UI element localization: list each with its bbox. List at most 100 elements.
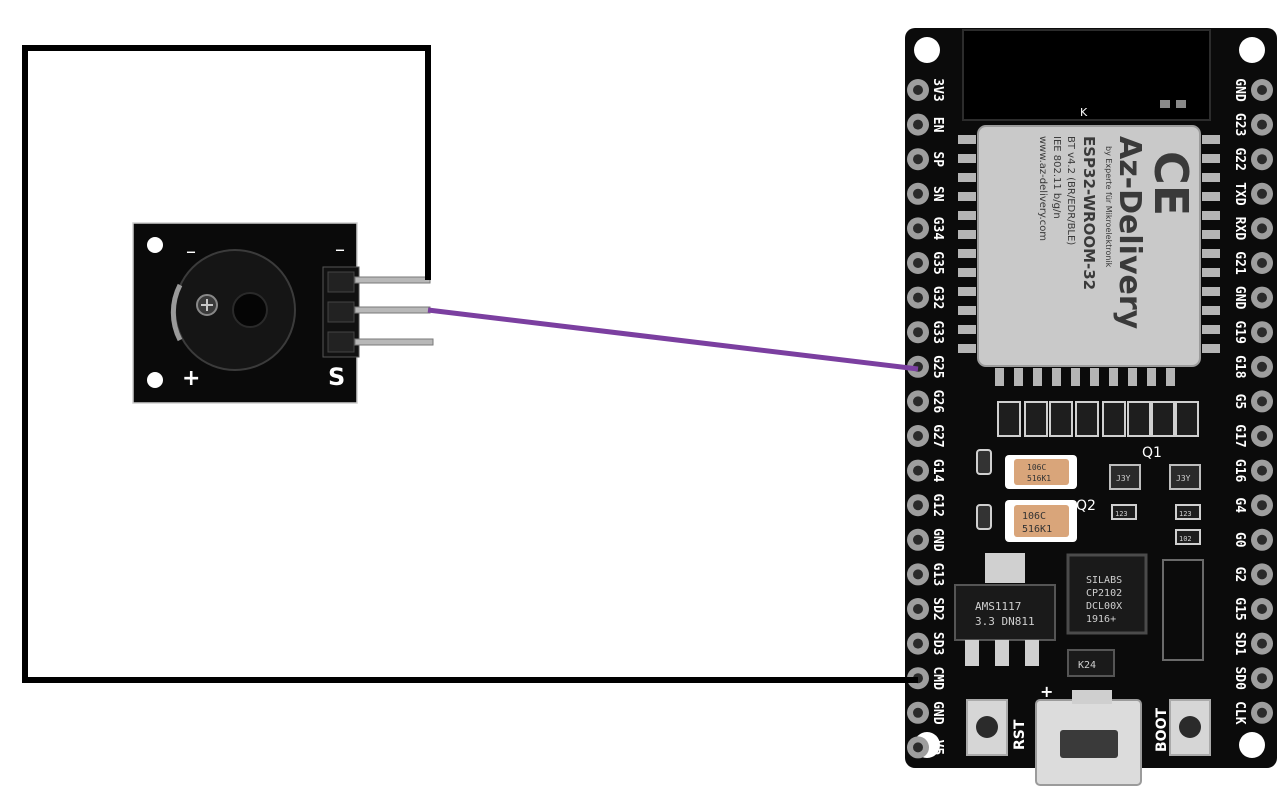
pin-label-right: G21 bbox=[1232, 251, 1247, 275]
pin-label-left: SN bbox=[930, 186, 945, 202]
module-pad bbox=[995, 368, 1004, 386]
pin-hole bbox=[1251, 355, 1273, 378]
svg-text:www.az-delivery.com: www.az-delivery.com bbox=[1037, 136, 1048, 241]
pin-hole bbox=[907, 286, 929, 309]
pin-hole bbox=[907, 425, 929, 447]
pin-label-left: SD3 bbox=[930, 632, 945, 655]
svg-text:K24: K24 bbox=[1078, 660, 1096, 671]
module-pads bbox=[958, 135, 1220, 386]
buzzer-rim bbox=[170, 283, 183, 342]
svg-text:CP2102: CP2102 bbox=[1086, 588, 1122, 599]
module-pad bbox=[1109, 368, 1118, 386]
pin-label-right: CLK bbox=[1232, 701, 1247, 725]
module-pad bbox=[1128, 368, 1137, 386]
pin-hole bbox=[907, 528, 929, 551]
module-pad bbox=[1202, 230, 1220, 239]
module-pad bbox=[1202, 154, 1220, 163]
pin-hole bbox=[907, 736, 929, 759]
pin-label-right: G0 bbox=[1232, 532, 1247, 548]
pin-middle bbox=[354, 306, 431, 314]
pin-hole bbox=[1251, 632, 1273, 655]
pin-label-left: V5 bbox=[930, 740, 945, 756]
pin-hole bbox=[1251, 182, 1273, 205]
voltage-regulator bbox=[954, 584, 1056, 641]
pin-label-right: TXD bbox=[1232, 182, 1247, 206]
svg-text:DCL00X: DCL00X bbox=[1086, 601, 1122, 612]
left-pin-labels: 3V3ENSPSNG34G35G32G33G25G26G27G14G12GNDG… bbox=[930, 78, 945, 755]
pin-label-left: G33 bbox=[930, 320, 945, 343]
pin-label-right: SD1 bbox=[1232, 632, 1247, 656]
mount-hole bbox=[1239, 732, 1265, 758]
module-pad bbox=[1202, 268, 1220, 277]
buzzer-hole bbox=[232, 292, 268, 328]
mount-hole bbox=[1239, 37, 1265, 63]
module-pad bbox=[1014, 368, 1023, 386]
capacitor bbox=[1014, 505, 1069, 537]
svg-text:1916+: 1916+ bbox=[1086, 614, 1116, 625]
pin-label-left: G13 bbox=[930, 563, 945, 586]
svg-text:J3Y: J3Y bbox=[1116, 474, 1131, 483]
pin-label-left: GND bbox=[930, 528, 945, 552]
svg-text:J3Y: J3Y bbox=[1176, 474, 1191, 483]
module-pad bbox=[958, 325, 976, 334]
left-pin-header bbox=[907, 79, 929, 759]
pin-label-left: G34 bbox=[930, 217, 945, 241]
svg-text:3.3 DN811: 3.3 DN811 bbox=[975, 615, 1035, 628]
pin-hole bbox=[1251, 286, 1273, 309]
module-pad bbox=[1202, 173, 1220, 182]
pin-hole bbox=[1251, 667, 1273, 690]
mount-hole bbox=[147, 372, 163, 388]
pin-label-left: EN bbox=[930, 117, 945, 133]
svg-text:SILABS: SILABS bbox=[1086, 575, 1122, 586]
pin-label-right: G2 bbox=[1232, 567, 1247, 583]
usb-serial-chip bbox=[1066, 553, 1148, 635]
pin-hole bbox=[1251, 425, 1273, 447]
pin-label-left: G12 bbox=[930, 493, 945, 516]
svg-text:IEE 802.11 b/g/n: IEE 802.11 b/g/n bbox=[1051, 136, 1062, 219]
ground-wire bbox=[22, 45, 918, 683]
pin-hole bbox=[1251, 321, 1273, 344]
minus-label-top: – bbox=[335, 237, 345, 261]
pin-label-right: G18 bbox=[1232, 355, 1247, 379]
pin-label-right: G17 bbox=[1232, 424, 1247, 447]
pin-label-right: SD0 bbox=[1232, 666, 1247, 690]
module-pad bbox=[1033, 368, 1042, 386]
svg-text:AMS1117: AMS1117 bbox=[975, 600, 1021, 613]
rst-label: RST bbox=[1012, 719, 1028, 750]
boot-button-cap[interactable] bbox=[1179, 716, 1201, 738]
pin-label-left: SP bbox=[930, 151, 945, 167]
smd-resistor-row bbox=[997, 401, 1199, 437]
pin-hole bbox=[907, 494, 929, 517]
pin-hole bbox=[1251, 252, 1273, 274]
module-pad bbox=[958, 268, 976, 277]
wroom-shield bbox=[977, 125, 1201, 367]
pin-label-right: G23 bbox=[1232, 113, 1247, 136]
pin-label-right: G19 bbox=[1232, 320, 1247, 343]
module-pad bbox=[1202, 192, 1220, 201]
svg-text:106C: 106C bbox=[1027, 463, 1046, 472]
pin-label-left: G14 bbox=[930, 459, 945, 483]
pin-hole bbox=[907, 79, 929, 101]
right-pin-labels: GNDG23G22TXDRXDG21GNDG19G18G5G17G16G4G0G… bbox=[1232, 78, 1247, 724]
svg-text:by Experte für Mikroelektronik: by Experte für Mikroelektronik bbox=[1104, 146, 1113, 268]
buzzer-module: – – + S bbox=[132, 222, 434, 404]
svg-text:BT v4.2 (BR/EDR/BLE): BT v4.2 (BR/EDR/BLE) bbox=[1065, 136, 1076, 245]
rst-button-cap[interactable] bbox=[976, 716, 998, 738]
module-pad bbox=[958, 344, 976, 353]
pin-label-right: GND bbox=[1232, 78, 1247, 102]
pin-hole bbox=[1251, 390, 1273, 413]
module-pad bbox=[1166, 368, 1175, 386]
pin-label-left: GND bbox=[930, 701, 945, 725]
pin-hole bbox=[1251, 563, 1273, 586]
svg-text:123: 123 bbox=[1179, 510, 1192, 518]
pin-label-left: G35 bbox=[930, 251, 945, 274]
pin-hole bbox=[1251, 217, 1273, 240]
module-pad bbox=[1052, 368, 1061, 386]
pin-hole bbox=[907, 563, 929, 586]
module-pad bbox=[1202, 135, 1220, 144]
module-pad bbox=[958, 306, 976, 315]
pin-label-left: SD2 bbox=[930, 597, 945, 620]
pin-label-left: G26 bbox=[930, 390, 945, 414]
diode bbox=[1067, 649, 1115, 677]
wires bbox=[22, 45, 919, 683]
